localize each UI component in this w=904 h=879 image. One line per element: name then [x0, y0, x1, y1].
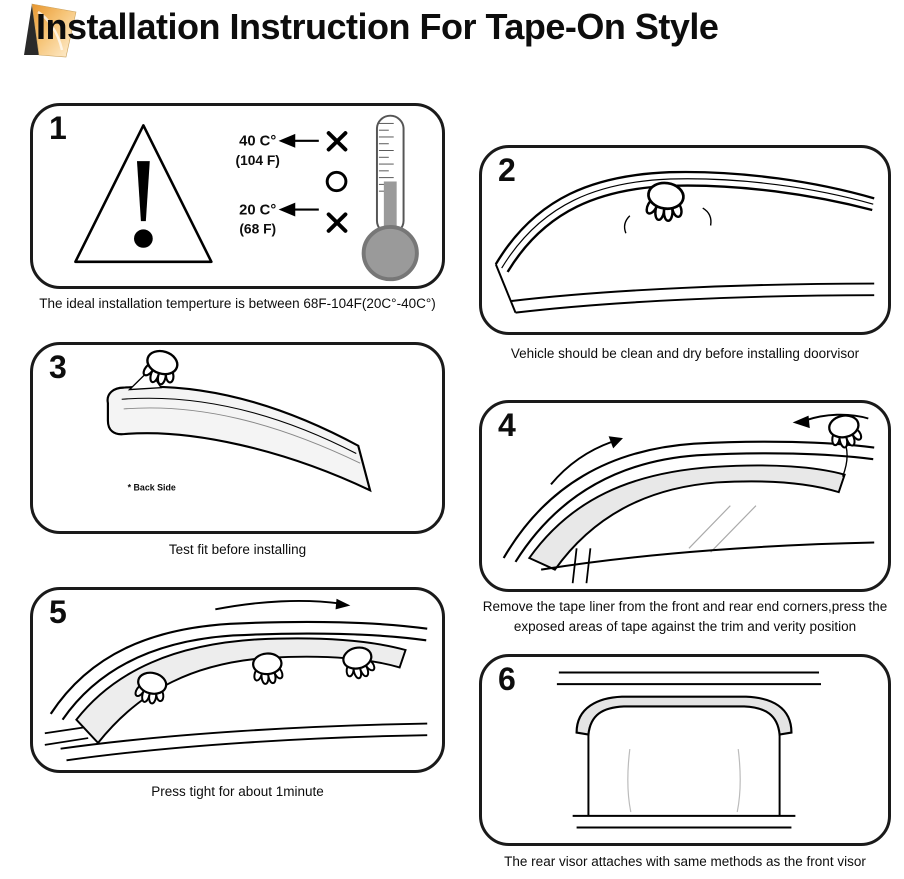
belt-line [60, 722, 428, 762]
step5-illustration [44, 598, 428, 762]
step3-number: 3 [49, 349, 67, 385]
folded-page-icon [24, 3, 77, 58]
door-crease [44, 726, 89, 746]
visor-body [106, 385, 372, 493]
window-frame [494, 170, 875, 273]
visor-body [575, 695, 793, 736]
step3-caption: Test fit before installing [168, 542, 307, 557]
belt-line [511, 282, 875, 314]
step4-caption: Remove the tape liner from the front and… [482, 599, 888, 634]
glass-reflection [627, 748, 741, 813]
step1-number: 1 [49, 110, 67, 146]
step4-panel: 4 [479, 400, 891, 592]
step1-caption: The ideal installation temperture is bet… [39, 296, 436, 311]
temp-high-f-label: (104 F) [235, 153, 279, 168]
direction-arrows [550, 413, 869, 485]
step1-illustration: 40 C° (104 F) 20 C° (68 F) [74, 114, 419, 282]
step5-caption: Press tight for about 1minute [151, 784, 324, 799]
warning-triangle-icon [74, 124, 213, 264]
visor-body [75, 637, 407, 745]
x-mark-icon [326, 131, 348, 233]
hand-glove-icon [250, 651, 286, 686]
step6-illustration [556, 671, 821, 829]
rear-window [572, 734, 796, 829]
belt-line [540, 541, 875, 571]
step1-panel: 1 40 C° (104 F) 20 C° (68 F) [30, 103, 445, 289]
circle-ok-icon [325, 170, 348, 193]
step5-number: 5 [49, 594, 67, 630]
step6-number: 6 [498, 661, 516, 697]
step6-caption: The rear visor attaches with same method… [504, 854, 866, 869]
left-arrow-icon [278, 133, 319, 217]
window-frame [502, 440, 875, 563]
direction-arrow [215, 598, 351, 611]
step3-panel: 3 * Back Side [30, 342, 445, 534]
glass-reflection [688, 505, 757, 553]
step6-panel: 6 [479, 654, 891, 846]
temp-low-f-label: (68 F) [239, 222, 276, 237]
door-edge [571, 548, 592, 584]
temp-high-c-label: 40 C° [239, 134, 276, 150]
thermometer-icon [361, 114, 419, 282]
back-side-label: * Back Side [128, 482, 176, 492]
page-title: Installation Instruction For Tape-On Sty… [36, 6, 719, 47]
step2-caption: Vehicle should be clean and dry before i… [510, 346, 860, 361]
step2-panel: 2 [479, 145, 891, 335]
roof-lines [556, 671, 821, 686]
motion-lines [623, 207, 712, 234]
step3-illustration: * Back Side [106, 345, 372, 493]
window-frame [49, 620, 428, 721]
temp-low-c-label: 20 C° [239, 202, 276, 218]
step4-illustration [502, 411, 875, 584]
step2-illustration [494, 170, 875, 314]
step5-panel: 5 [30, 587, 445, 773]
visor-body [527, 464, 846, 571]
step4-number: 4 [498, 407, 516, 443]
step2-number: 2 [498, 152, 516, 188]
